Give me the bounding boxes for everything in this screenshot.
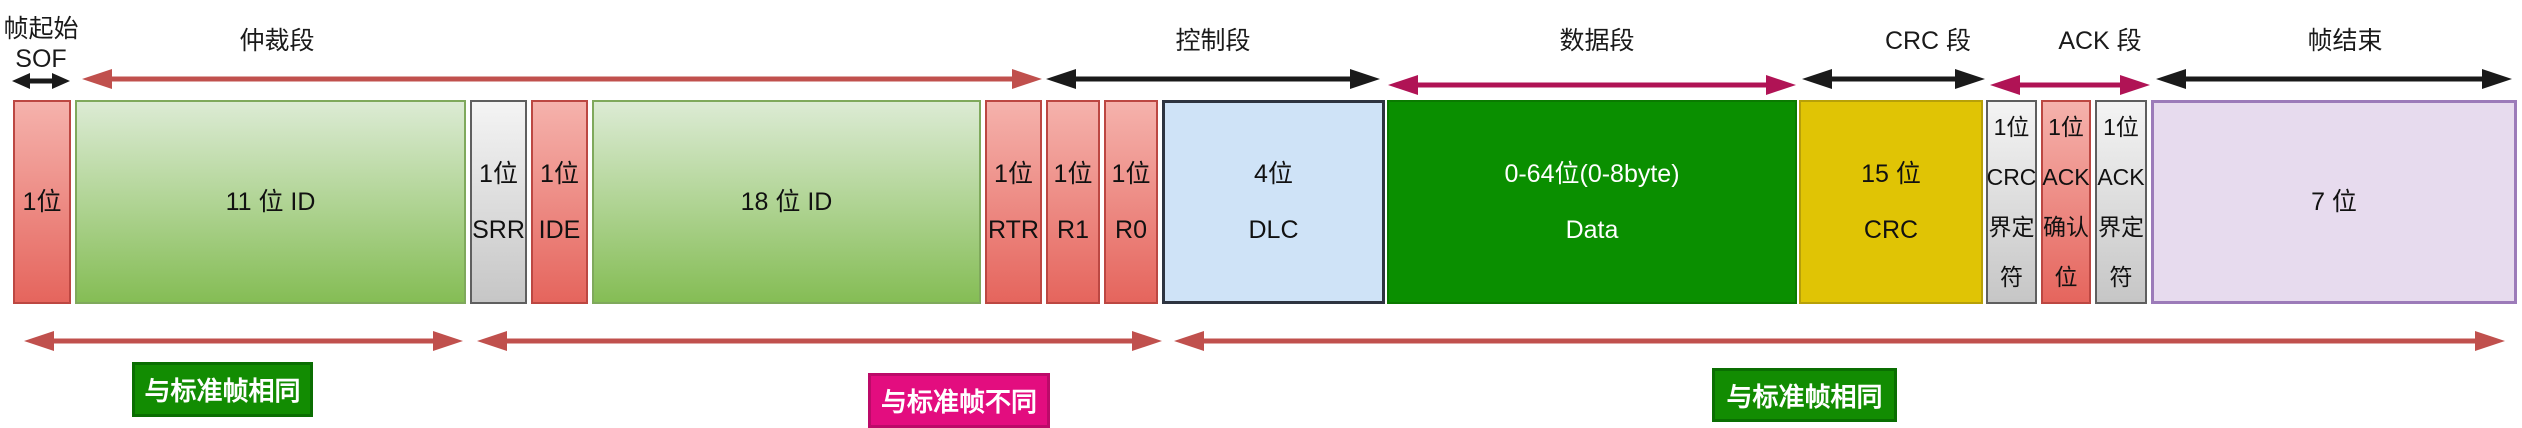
arrowhead [1766, 75, 1796, 95]
segment-span-ack-span-arrow [1990, 75, 2150, 95]
arrowhead [477, 331, 507, 351]
field-sof: 1位 [13, 100, 71, 304]
field-label: 15 位 [1861, 160, 1921, 188]
segment-label-text: 帧起始 [3, 15, 79, 43]
field-label: 界定 [2098, 214, 2144, 240]
badge-text: 与标准帧不同 [880, 387, 1037, 417]
field-label: ACK [2097, 164, 2145, 190]
segment-span-control-span-arrow [1046, 69, 1380, 89]
arrowhead [2156, 69, 2186, 89]
segment-label-eof: 帧结束 [2307, 26, 2382, 56]
arrowhead [2482, 69, 2512, 89]
field-r1: 1位 R1 [1046, 100, 1100, 304]
arrowhead [1132, 331, 1162, 351]
field-eof: 7 位 [2151, 100, 2517, 304]
badge-same-as-standard-left: 与标准帧相同 [132, 362, 313, 417]
field-label: 1位 [22, 188, 62, 216]
comparison-span-same-as-standard-left-arrow [24, 331, 463, 351]
field-label: ACK [2042, 164, 2090, 190]
field-label: 确认 [2043, 214, 2089, 240]
field-label: 1位 [479, 160, 518, 188]
field-label: 1位 [1993, 114, 2030, 140]
segment-label-control: 控制段 [1175, 26, 1250, 56]
segment-label-text: 仲裁段 [239, 27, 315, 55]
segment-label-text: 帧结束 [2307, 27, 2383, 55]
field-label: 1位 [1053, 160, 1093, 188]
field-label: Data [1565, 216, 1619, 244]
field-crc-delimiter: 1位 CRC 界定符 [1986, 100, 2037, 304]
segment-label-text: CRC 段 [1884, 27, 1972, 55]
segment-label-text: SOF [15, 45, 67, 73]
field-label: 7 位 [2311, 188, 2357, 216]
badge-same-as-standard-right: 与标准帧相同 [1712, 368, 1897, 422]
field-srr: 1位 SRR [470, 100, 527, 304]
segment-label-text: 数据段 [1559, 27, 1635, 55]
segment-label-crc: CRC 段 [1885, 26, 1971, 56]
field-label: IDE [538, 216, 581, 244]
field-label: 18 位 ID [740, 188, 833, 216]
badge-text: 与标准帧相同 [1726, 381, 1883, 412]
field-rtr: 1位 RTR [985, 100, 1042, 304]
field-label: 1位 [540, 160, 579, 188]
arrowhead [1388, 75, 1418, 95]
field-ack-slot: 1位 ACK 确认位 [2041, 100, 2091, 304]
field-label: RTR [988, 216, 1039, 244]
arrowhead [433, 331, 463, 351]
arrowhead [1955, 69, 1985, 89]
field-label: DLC [1248, 216, 1299, 244]
field-id18: 18 位 ID [592, 100, 981, 304]
segment-label-data: 数据段 [1559, 26, 1634, 56]
segment-label-text: 控制段 [1175, 27, 1251, 55]
segment-span-arbitration-span-arrow [82, 69, 1042, 89]
field-label: 1位 [1111, 160, 1151, 188]
segment-span-data-span-arrow [1388, 75, 1796, 95]
field-label: R1 [1057, 216, 1089, 244]
field-label: SRR [472, 216, 525, 244]
arrowhead [2475, 331, 2505, 351]
field-ack-delimiter: 1位 ACK 界定符 [2095, 100, 2147, 304]
segment-span-sof-span-arrow [12, 73, 70, 89]
field-data: 0-64位(0-8byte) Data [1387, 100, 1797, 304]
field-label: R0 [1115, 216, 1147, 244]
segment-label-arbitration: 仲裁段 [239, 26, 314, 56]
field-label: 0-64位(0-8byte) [1504, 160, 1680, 188]
comparison-span-same-as-standard-right-arrow [1174, 331, 2505, 351]
arrowhead [1802, 69, 1832, 89]
badge-text: 与标准帧相同 [144, 376, 301, 406]
field-ide: 1位 IDE [531, 100, 588, 304]
field-label: 符 [2000, 264, 2023, 290]
arrowhead [1012, 69, 1042, 89]
arrowhead [1046, 69, 1076, 89]
arrowhead [1990, 75, 2020, 95]
field-r0: 1位 R0 [1104, 100, 1158, 304]
badge-different-from-standard: 与标准帧不同 [868, 373, 1050, 428]
field-label: CRC [1863, 216, 1919, 244]
segment-span-eof-span-arrow [2156, 69, 2512, 89]
arrowhead [2120, 75, 2150, 95]
arrowhead [12, 73, 30, 89]
field-label: CRC [1986, 164, 2037, 190]
segment-label-ack: ACK 段 [2058, 26, 2141, 56]
field-label: 符 [2109, 264, 2133, 290]
arrowhead [24, 331, 54, 351]
field-crc: 15 位 CRC [1799, 100, 1983, 304]
field-label: 1位 [2103, 114, 2139, 140]
segment-label-text: ACK 段 [2058, 27, 2142, 55]
field-dlc: 4位 DLC [1162, 100, 1385, 304]
comparison-span-different-from-standard-arrow [477, 331, 1162, 351]
field-label: 1位 [2048, 114, 2084, 140]
segment-span-crc-span-arrow [1802, 69, 1985, 89]
arrowhead [82, 69, 112, 89]
arrowhead [1350, 69, 1380, 89]
field-label: 1位 [994, 160, 1033, 188]
arrowhead [1174, 331, 1204, 351]
field-id11: 11 位 ID [75, 100, 466, 304]
field-label: 11 位 ID [225, 188, 316, 216]
field-label: 界定 [1988, 214, 2035, 240]
field-label: 位 [2054, 264, 2078, 290]
arrowhead [52, 73, 70, 89]
field-label: 4位 [1254, 160, 1293, 188]
